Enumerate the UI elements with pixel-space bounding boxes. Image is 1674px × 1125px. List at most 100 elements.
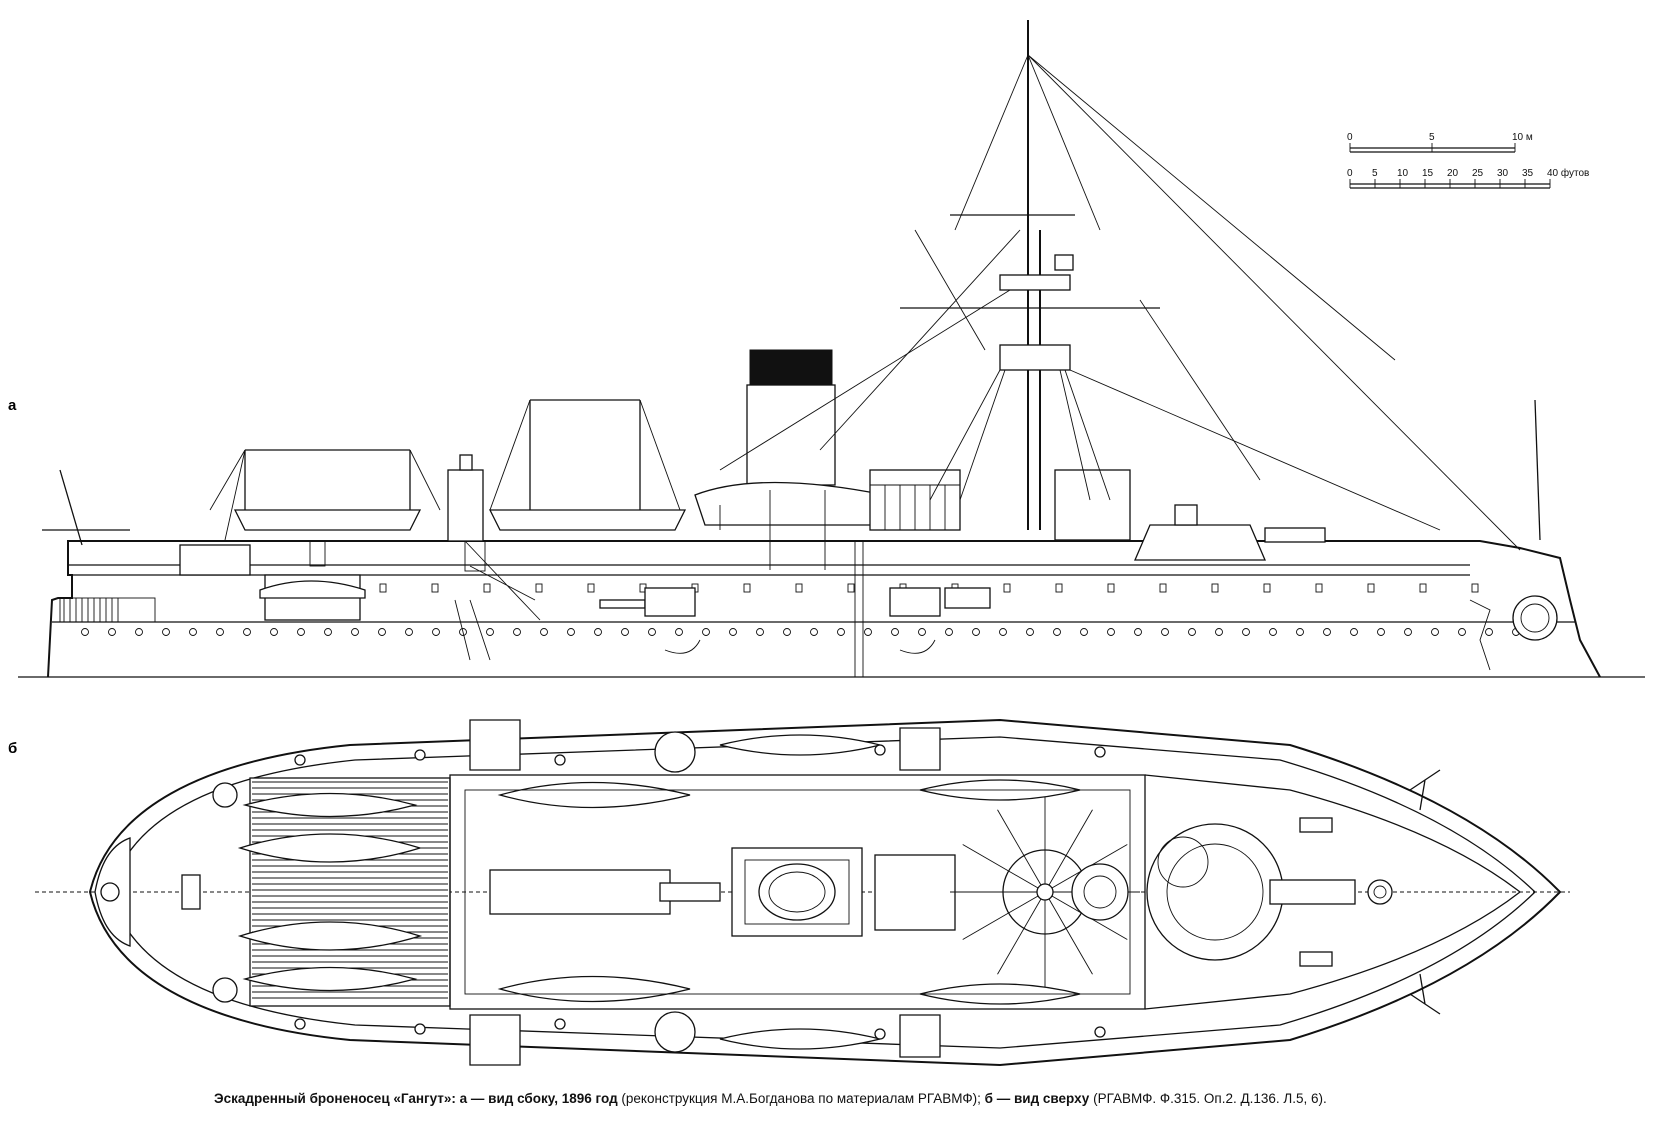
porthole xyxy=(945,628,953,636)
porthole xyxy=(1377,628,1385,636)
porthole xyxy=(486,628,494,636)
porthole xyxy=(756,628,764,636)
porthole xyxy=(648,628,656,636)
caption-title: Эскадренный броненосец «Гангут»: а — вид… xyxy=(214,1091,618,1106)
porthole xyxy=(972,628,980,636)
bollard xyxy=(294,754,306,766)
porthole xyxy=(513,628,521,636)
porthole xyxy=(1188,628,1196,636)
porthole xyxy=(405,628,413,636)
porthole xyxy=(162,628,170,636)
bollard xyxy=(554,1018,566,1030)
bollard xyxy=(874,1028,886,1040)
side-scuttle xyxy=(483,583,491,593)
porthole xyxy=(891,628,899,636)
porthole xyxy=(108,628,116,636)
porthole xyxy=(1026,628,1034,636)
caption-source-side: (реконструкция М.А.Богданова по материал… xyxy=(621,1091,981,1106)
porthole xyxy=(1404,628,1412,636)
bollard xyxy=(1094,1026,1106,1038)
porthole xyxy=(459,628,467,636)
side-scuttle xyxy=(1159,583,1167,593)
porthole xyxy=(594,628,602,636)
side-scuttle xyxy=(1263,583,1271,593)
scale-ft-label: 25 xyxy=(1472,168,1484,179)
scale-ft-label: 15 xyxy=(1422,168,1434,179)
boom-line xyxy=(997,809,1046,893)
side-scuttle xyxy=(1003,583,1011,593)
view-label-top: б xyxy=(8,740,17,757)
scale-ft-label: 40 футов xyxy=(1547,167,1589,179)
boom-line xyxy=(962,891,1046,940)
side-scuttle xyxy=(1055,583,1063,593)
scale-ft-label: 35 xyxy=(1522,168,1534,179)
porthole xyxy=(351,628,359,636)
scale-ft-label: 20 xyxy=(1447,168,1459,179)
scale-m-10: 10 м xyxy=(1512,132,1533,143)
side-scuttle xyxy=(795,583,803,593)
side-scuttle xyxy=(1211,583,1219,593)
side-scuttle xyxy=(1471,583,1479,593)
porthole xyxy=(189,628,197,636)
top-view xyxy=(35,718,1570,1067)
porthole xyxy=(1431,628,1439,636)
porthole xyxy=(1296,628,1304,636)
porthole xyxy=(378,628,386,636)
bollard xyxy=(294,1018,306,1030)
porthole xyxy=(243,628,251,636)
porthole xyxy=(1485,628,1493,636)
porthole xyxy=(1080,628,1088,636)
porthole xyxy=(1242,628,1250,636)
porthole xyxy=(1161,628,1169,636)
side-scuttle xyxy=(535,583,543,593)
porthole xyxy=(216,628,224,636)
porthole xyxy=(567,628,575,636)
porthole xyxy=(432,628,440,636)
side-scuttle xyxy=(1419,583,1427,593)
side-scuttle xyxy=(847,583,855,593)
view-label-side: а xyxy=(8,397,17,414)
porthole xyxy=(297,628,305,636)
side-scuttle xyxy=(1107,583,1115,593)
boom-line xyxy=(997,891,1046,975)
scale-m-0: 0 xyxy=(1347,132,1353,143)
bollard xyxy=(554,754,566,766)
porthole xyxy=(135,628,143,636)
porthole xyxy=(1458,628,1466,636)
side-scuttle xyxy=(431,583,439,593)
scale-ft-label: 30 xyxy=(1497,168,1509,179)
porthole xyxy=(1269,628,1277,636)
porthole xyxy=(810,628,818,636)
boom-line xyxy=(962,844,1046,893)
side-scuttle xyxy=(1367,583,1375,593)
porthole xyxy=(270,628,278,636)
side-scuttle xyxy=(1315,583,1323,593)
figure-caption: Эскадренный броненосец «Гангут»: а — вид… xyxy=(214,1091,1654,1106)
porthole xyxy=(837,628,845,636)
porthole xyxy=(1107,628,1115,636)
bollard xyxy=(414,1023,426,1035)
scale-ft-label: 5 xyxy=(1372,168,1378,179)
porthole xyxy=(621,628,629,636)
boom-line xyxy=(1044,809,1093,893)
porthole xyxy=(864,628,872,636)
bollard xyxy=(1094,746,1106,758)
caption-view-b: б — вид сверху xyxy=(984,1091,1090,1106)
porthole xyxy=(702,628,710,636)
side-scuttle xyxy=(743,583,751,593)
scale-ft-label: 10 xyxy=(1397,168,1409,179)
scale-ft-label: 0 xyxy=(1347,168,1353,179)
side-view xyxy=(18,20,1645,678)
porthole xyxy=(675,628,683,636)
porthole xyxy=(918,628,926,636)
porthole xyxy=(999,628,1007,636)
boom-line xyxy=(1044,891,1093,975)
bollard xyxy=(414,749,426,761)
porthole xyxy=(729,628,737,636)
porthole xyxy=(324,628,332,636)
side-scuttle xyxy=(379,583,387,593)
porthole xyxy=(1134,628,1142,636)
caption-source-top: (РГАВМФ. Ф.315. Оп.2. Д.136. Л.5, 6). xyxy=(1093,1091,1327,1106)
